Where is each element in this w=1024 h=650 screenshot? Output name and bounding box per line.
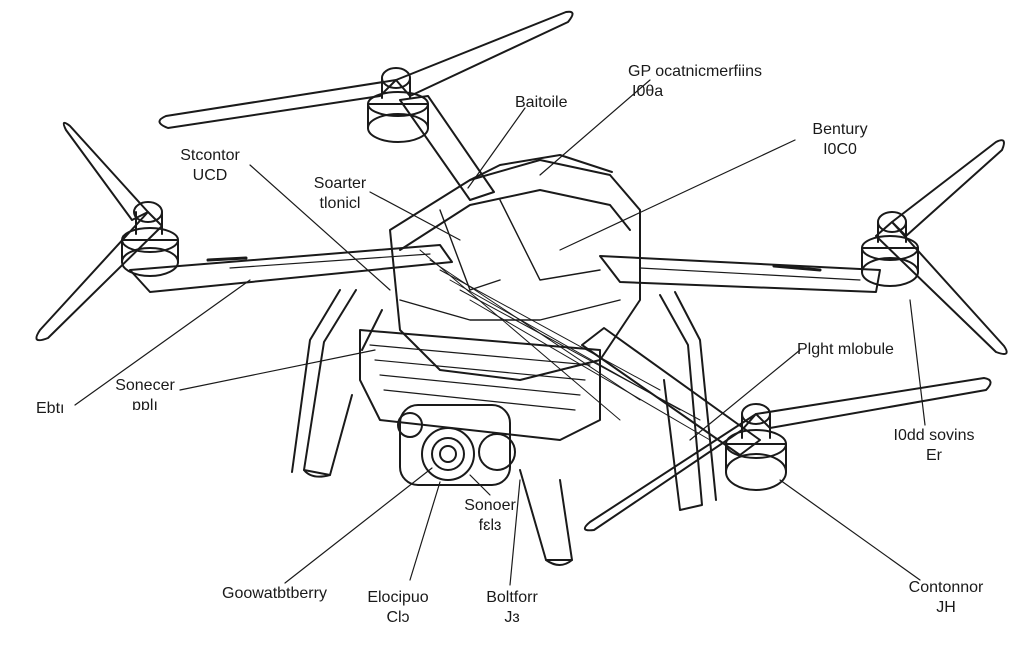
label-goowatbtbrry-line1: Goowatbtberry [222,585,327,602]
propeller-front [583,377,992,532]
motor-front [725,403,787,491]
label-stcontor: Stcontor UCD [168,146,252,186]
label-boltforr-line2: Jɜ [504,609,520,626]
motor-top [367,67,429,143]
drone-arms [129,95,881,456]
label-contonnor: Contonnor JH [896,578,996,618]
label-contonnor-line1: Contonnor [908,579,984,596]
label-ebt: Ebtı [36,399,64,419]
gimbal-camera [397,404,516,486]
label-boltforr-line1: Boltforr [486,589,538,606]
label-battery-top: Baitoile [515,93,567,113]
label-bentury-line2: I0C0 [823,141,857,158]
label-sonecer-left-line1: Sonecer [115,377,175,394]
label-bentury: Bentury I0C0 [800,120,880,160]
label-gp-module-line2: I0θa [632,83,664,100]
label-goowatbtbrry: Goowatbtberry [222,584,327,604]
leader-lines [74,79,926,586]
label-boltforr: Boltforr Jɜ [474,588,550,628]
label-contonnor-line2: JH [936,599,956,616]
label-soarter-line1: Soarter [313,175,367,192]
label-gp-module-line1: GP ocatnicmerfiins [628,63,762,80]
label-ebt-line1: Ebtı [36,400,65,417]
label-elocipuo-line2: Clↄ [386,609,410,626]
label-elocipuo-line1: Elocipuo [367,589,429,606]
label-stcontor-line1: Stcontor [180,147,240,164]
label-sonoer-bottom: Sonoer fɛlɜ [452,496,528,536]
label-battery-top-line1: Baitoile [515,94,568,111]
label-soarter: Soarter tlonicl [305,174,375,214]
label-iod-sovins-line2: Er [926,447,942,464]
label-sonoer-bottom-line1: Sonoer [464,497,516,514]
label-sonecer-left-line2: ɒɒlı [132,397,158,414]
label-sonoer-bottom-line2: fɛlɜ [478,517,502,534]
label-soarter-line2: tlonicl [319,195,361,212]
label-elocipuo: Elocipuo Clↄ [360,588,436,628]
label-stcontor-line2: UCD [192,167,228,184]
label-flight-module-line1: Plght mlobule [797,341,894,358]
label-bentury-line1: Bentury [812,121,868,138]
label-sonecer-left: Sonecer ɒɒlı [108,376,182,416]
label-flight-module: Plght mlobule [797,340,894,360]
label-iod-sovins-line1: I0dd sovins [893,427,975,444]
label-gp-module: GP ocatnicmerfiins I0θa [628,62,762,102]
label-iod-sovins: I0dd sovins Er [882,426,986,466]
motor-right [861,211,919,287]
propeller-top [158,10,574,129]
drone-body [359,154,711,441]
propeller-right [875,139,1008,355]
propeller-left [35,121,163,342]
